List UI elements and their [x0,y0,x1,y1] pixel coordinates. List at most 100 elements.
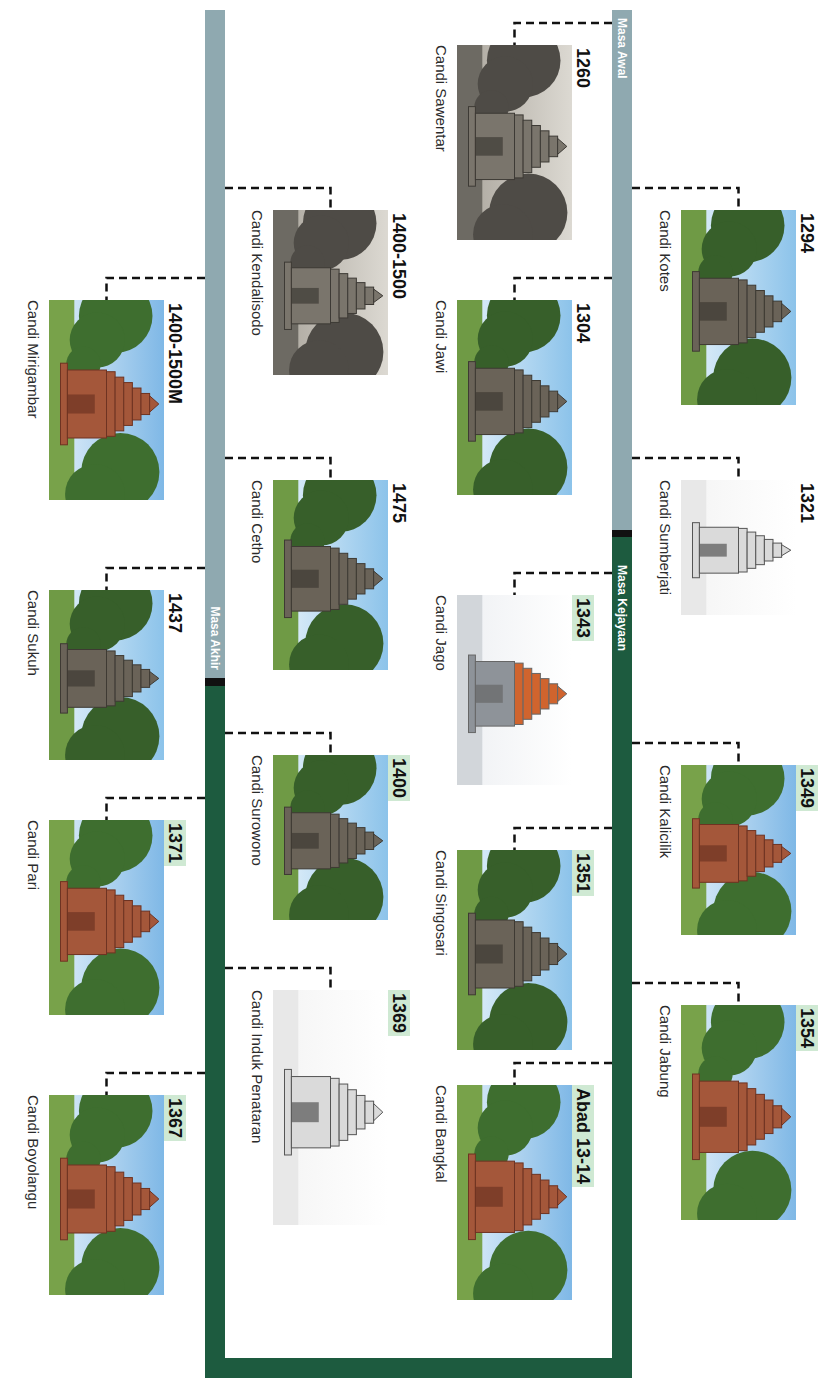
temple-photo [49,300,164,500]
temple-name: Candi Jago [431,595,451,671]
temple-photo [681,765,796,935]
dashed-connector [225,968,331,990]
temple-photo [681,1005,796,1220]
temple-name: Candi Boyolangu [23,1095,43,1209]
temple-card: 1343 Candi Jago [429,595,594,785]
temple-name: Candi Sukuh [23,590,43,676]
temple-photo [457,850,572,1050]
dashed-connector [515,573,613,595]
temple-name: Candi Jabung [655,1005,675,1098]
temple-photo [681,210,796,405]
year-label: 1437 [164,590,186,636]
era-band: Masa Awal [612,10,632,530]
year-label: 1351 [572,850,594,896]
era-label: Masa Awal [612,18,632,79]
year-label: 1475 [388,480,410,526]
dashed-connector [632,188,739,210]
temple-name: Candi Singosari [431,850,451,956]
temple-name: Candi Mirigambar [23,300,43,418]
temple-card: 1321 Candi Sumberjati [653,480,818,615]
year-label: Abad 13-14 [572,1085,594,1187]
temple-name: Candi Kalicilik [655,765,675,858]
era-label: Masa Kejayaan [612,565,632,651]
temple-photo [49,590,164,760]
temple-name: Candi Bangkal [431,1085,451,1183]
year-label: 1321 [796,480,818,526]
temple-card: 1369 Candi Induk Penataran [245,990,410,1225]
temple-card: Abad 13-14 Candi Bangkal [429,1085,594,1300]
temple-card: 1400-1500M Candi Mirigambar [21,300,186,500]
year-label: 1304 [572,300,594,346]
temple-illustration [457,595,572,785]
temple-illustration [273,990,388,1225]
dashed-connector [515,278,613,300]
year-label: 1349 [796,765,818,811]
temple-illustration [457,300,572,495]
temple-photo [273,480,388,670]
temple-illustration [457,850,572,1050]
temple-illustration [273,480,388,670]
year-label: 1343 [572,595,594,641]
dashed-connector [107,798,206,820]
temple-illustration [681,765,796,935]
temple-photo [273,755,388,920]
temple-name: Candi Surowono [247,755,267,866]
temple-name: Candi Kotes [655,210,675,292]
year-label: 1400-1500M [164,300,186,407]
temple-card: 1437 Candi Sukuh [21,590,186,760]
temple-illustration [681,480,796,615]
year-label: 1294 [796,210,818,256]
year-label: 1369 [388,990,410,1036]
dashed-connector [225,458,331,480]
era-joint [612,530,632,537]
temple-card: 1367 Candi Boyolangu [21,1095,186,1295]
era-band: Masa Akhir [205,10,225,678]
temple-name: Candi Induk Penataran [247,990,267,1143]
era-band-fill [205,537,632,1378]
dashed-connector [632,743,739,765]
temple-name: Candi Sumberjati [655,480,675,595]
dashed-connector [107,1073,206,1095]
temple-illustration [49,590,164,760]
temple-card: 1400-1500 Candi Kendalisodo [245,210,410,375]
temple-illustration [49,300,164,500]
temple-photo [457,300,572,495]
temple-photo [49,820,164,1015]
temple-illustration [273,210,388,375]
temple-name: Candi Kendalisodo [247,210,267,336]
dashed-connector [515,23,613,45]
dashed-connector [107,568,206,590]
temple-photo [457,45,572,240]
temple-illustration [681,1005,796,1220]
year-label: 1400-1500 [388,210,410,302]
dashed-connector [107,278,206,300]
year-label: 1260 [572,45,594,91]
temple-photo [273,990,388,1225]
era-label: Masa Akhir [205,606,225,670]
temple-card: 1371 Candi Pari [21,820,186,1015]
year-label: 1371 [164,820,186,866]
temple-card: 1400 Candi Surowono [245,755,410,920]
temple-card: 1354Candi Jabung [653,1005,818,1220]
year-label: 1400 [388,755,410,801]
temple-illustration [273,755,388,920]
era-joint [205,678,225,686]
dashed-connector [632,983,739,1005]
temple-name: Candi Pari [23,820,43,890]
dashed-connector [515,828,613,850]
year-label: 1367 [164,1095,186,1141]
temple-photo [49,1095,164,1295]
temple-illustration [49,1095,164,1295]
temple-card: 1294 Candi Kotes [653,210,818,405]
temple-card: 1260Candi Sawentar [429,45,594,240]
temple-card: 1349 Candi Kalicilik [653,765,818,935]
dashed-connector [515,1063,613,1085]
temple-card: 1304Candi Jawi [429,300,594,495]
temple-illustration [457,1085,572,1300]
temple-illustration [681,210,796,405]
temple-photo [457,1085,572,1300]
dashed-connector [225,733,331,755]
temple-illustration [457,45,572,240]
temple-card: 1351 Candi Singosari [429,850,594,1050]
